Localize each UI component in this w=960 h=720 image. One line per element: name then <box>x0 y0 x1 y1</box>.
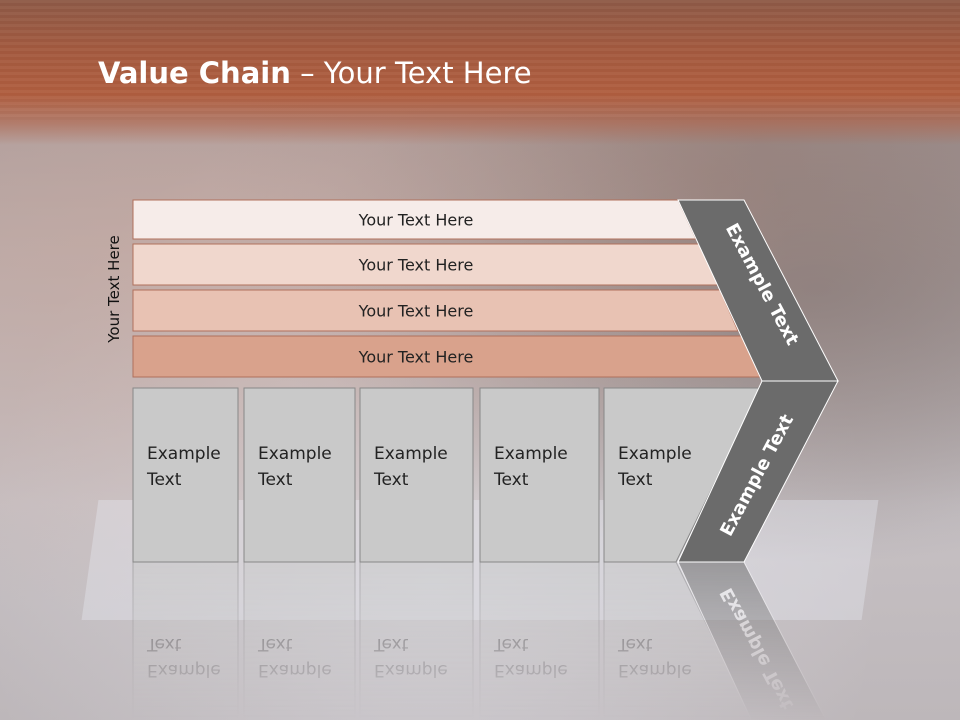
band-1-label: Your Text Here <box>358 211 474 230</box>
activity-box-1-line1: Example <box>147 444 221 464</box>
activity-box-4-line1-reflection: Example <box>494 660 568 680</box>
slide-title[interactable]: Value Chain – Your Text Here <box>98 56 532 90</box>
arrow-lower[interactable] <box>677 380 839 563</box>
activity-box-4-line2: Text <box>493 470 529 490</box>
activity-box-3-line2: Text <box>373 470 409 490</box>
activity-box-3-line2-reflection: Text <box>373 634 409 654</box>
activity-box-4-line1: Example <box>494 444 568 464</box>
activity-box-1-line2-reflection: Text <box>146 634 182 654</box>
title-banner-texture <box>0 0 960 120</box>
activity-box-5-line1-reflection: Example <box>618 660 692 680</box>
activity-box-2[interactable] <box>243 387 356 563</box>
activity-box-3-line1-reflection: Example <box>374 660 448 680</box>
slide-title-bold: Value Chain <box>98 56 291 90</box>
activity-box-4-line2-reflection: Text <box>493 634 529 654</box>
activity-box-1[interactable] <box>132 387 239 563</box>
activity-box-3-line1: Example <box>374 444 448 464</box>
activity-box-5-line1: Example <box>618 444 692 464</box>
activity-box-1-line2: Text <box>146 470 182 490</box>
activity-box-2-line2-reflection: Text <box>257 634 293 654</box>
activity-box-2-line2: Text <box>257 470 293 490</box>
activity-box-2-line1-reflection: Example <box>258 660 332 680</box>
activity-box-2-line1: Example <box>258 444 332 464</box>
activity-box-4[interactable] <box>479 387 600 563</box>
band-3-label: Your Text Here <box>358 302 474 321</box>
band-3[interactable] <box>132 289 739 332</box>
activity-box-1-line1-reflection: Example <box>147 660 221 680</box>
title-banner <box>0 0 960 145</box>
activity-box-5-line2-reflection: Text <box>617 634 653 654</box>
activity-box-3[interactable] <box>359 387 474 563</box>
activity-box-5[interactable] <box>603 387 762 563</box>
band-2-label: Your Text Here <box>358 256 474 275</box>
activity-box-5-line2: Text <box>617 470 653 490</box>
band-4-label: Your Text Here <box>358 348 474 367</box>
slide-title-rest: – Your Text Here <box>290 56 532 90</box>
